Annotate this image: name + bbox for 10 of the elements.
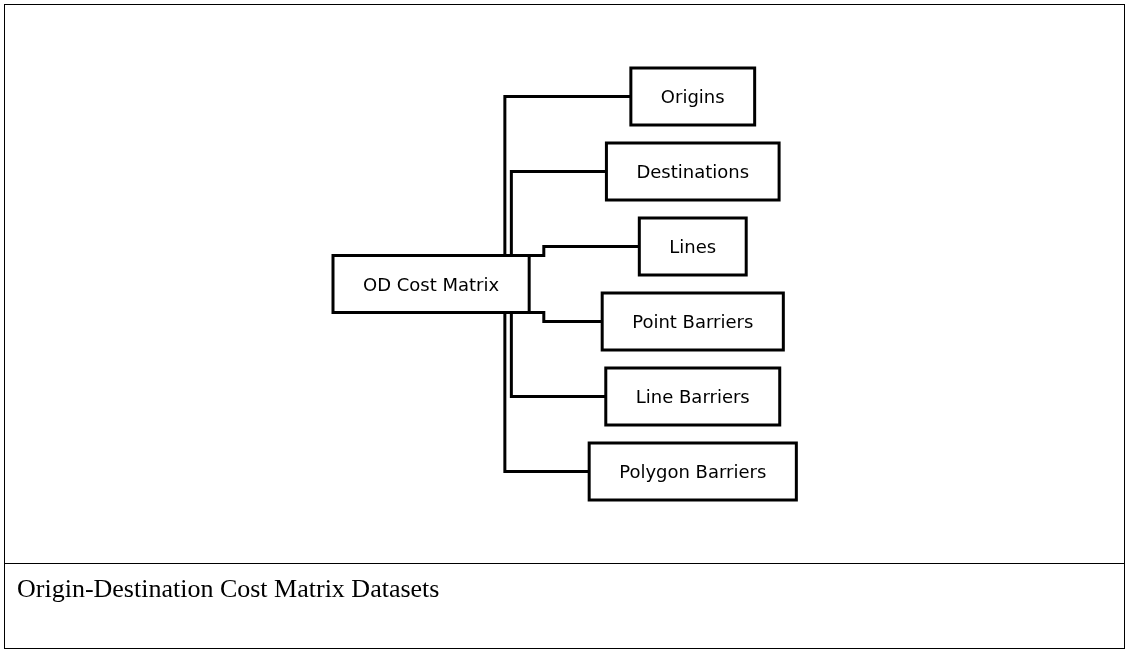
node-box: Point Barriers bbox=[600, 291, 785, 352]
node-box: Lines bbox=[637, 216, 748, 277]
caption: Origin-Destination Cost Matrix Datasets bbox=[17, 574, 440, 604]
connector bbox=[528, 245, 640, 257]
node-box: OD Cost Matrix bbox=[331, 254, 531, 314]
node-box: Polygon Barriers bbox=[587, 441, 798, 502]
node-box: Destinations bbox=[604, 141, 781, 202]
connector bbox=[528, 311, 602, 323]
node-box: Line Barriers bbox=[604, 366, 782, 427]
node-box: Origins bbox=[629, 66, 756, 127]
